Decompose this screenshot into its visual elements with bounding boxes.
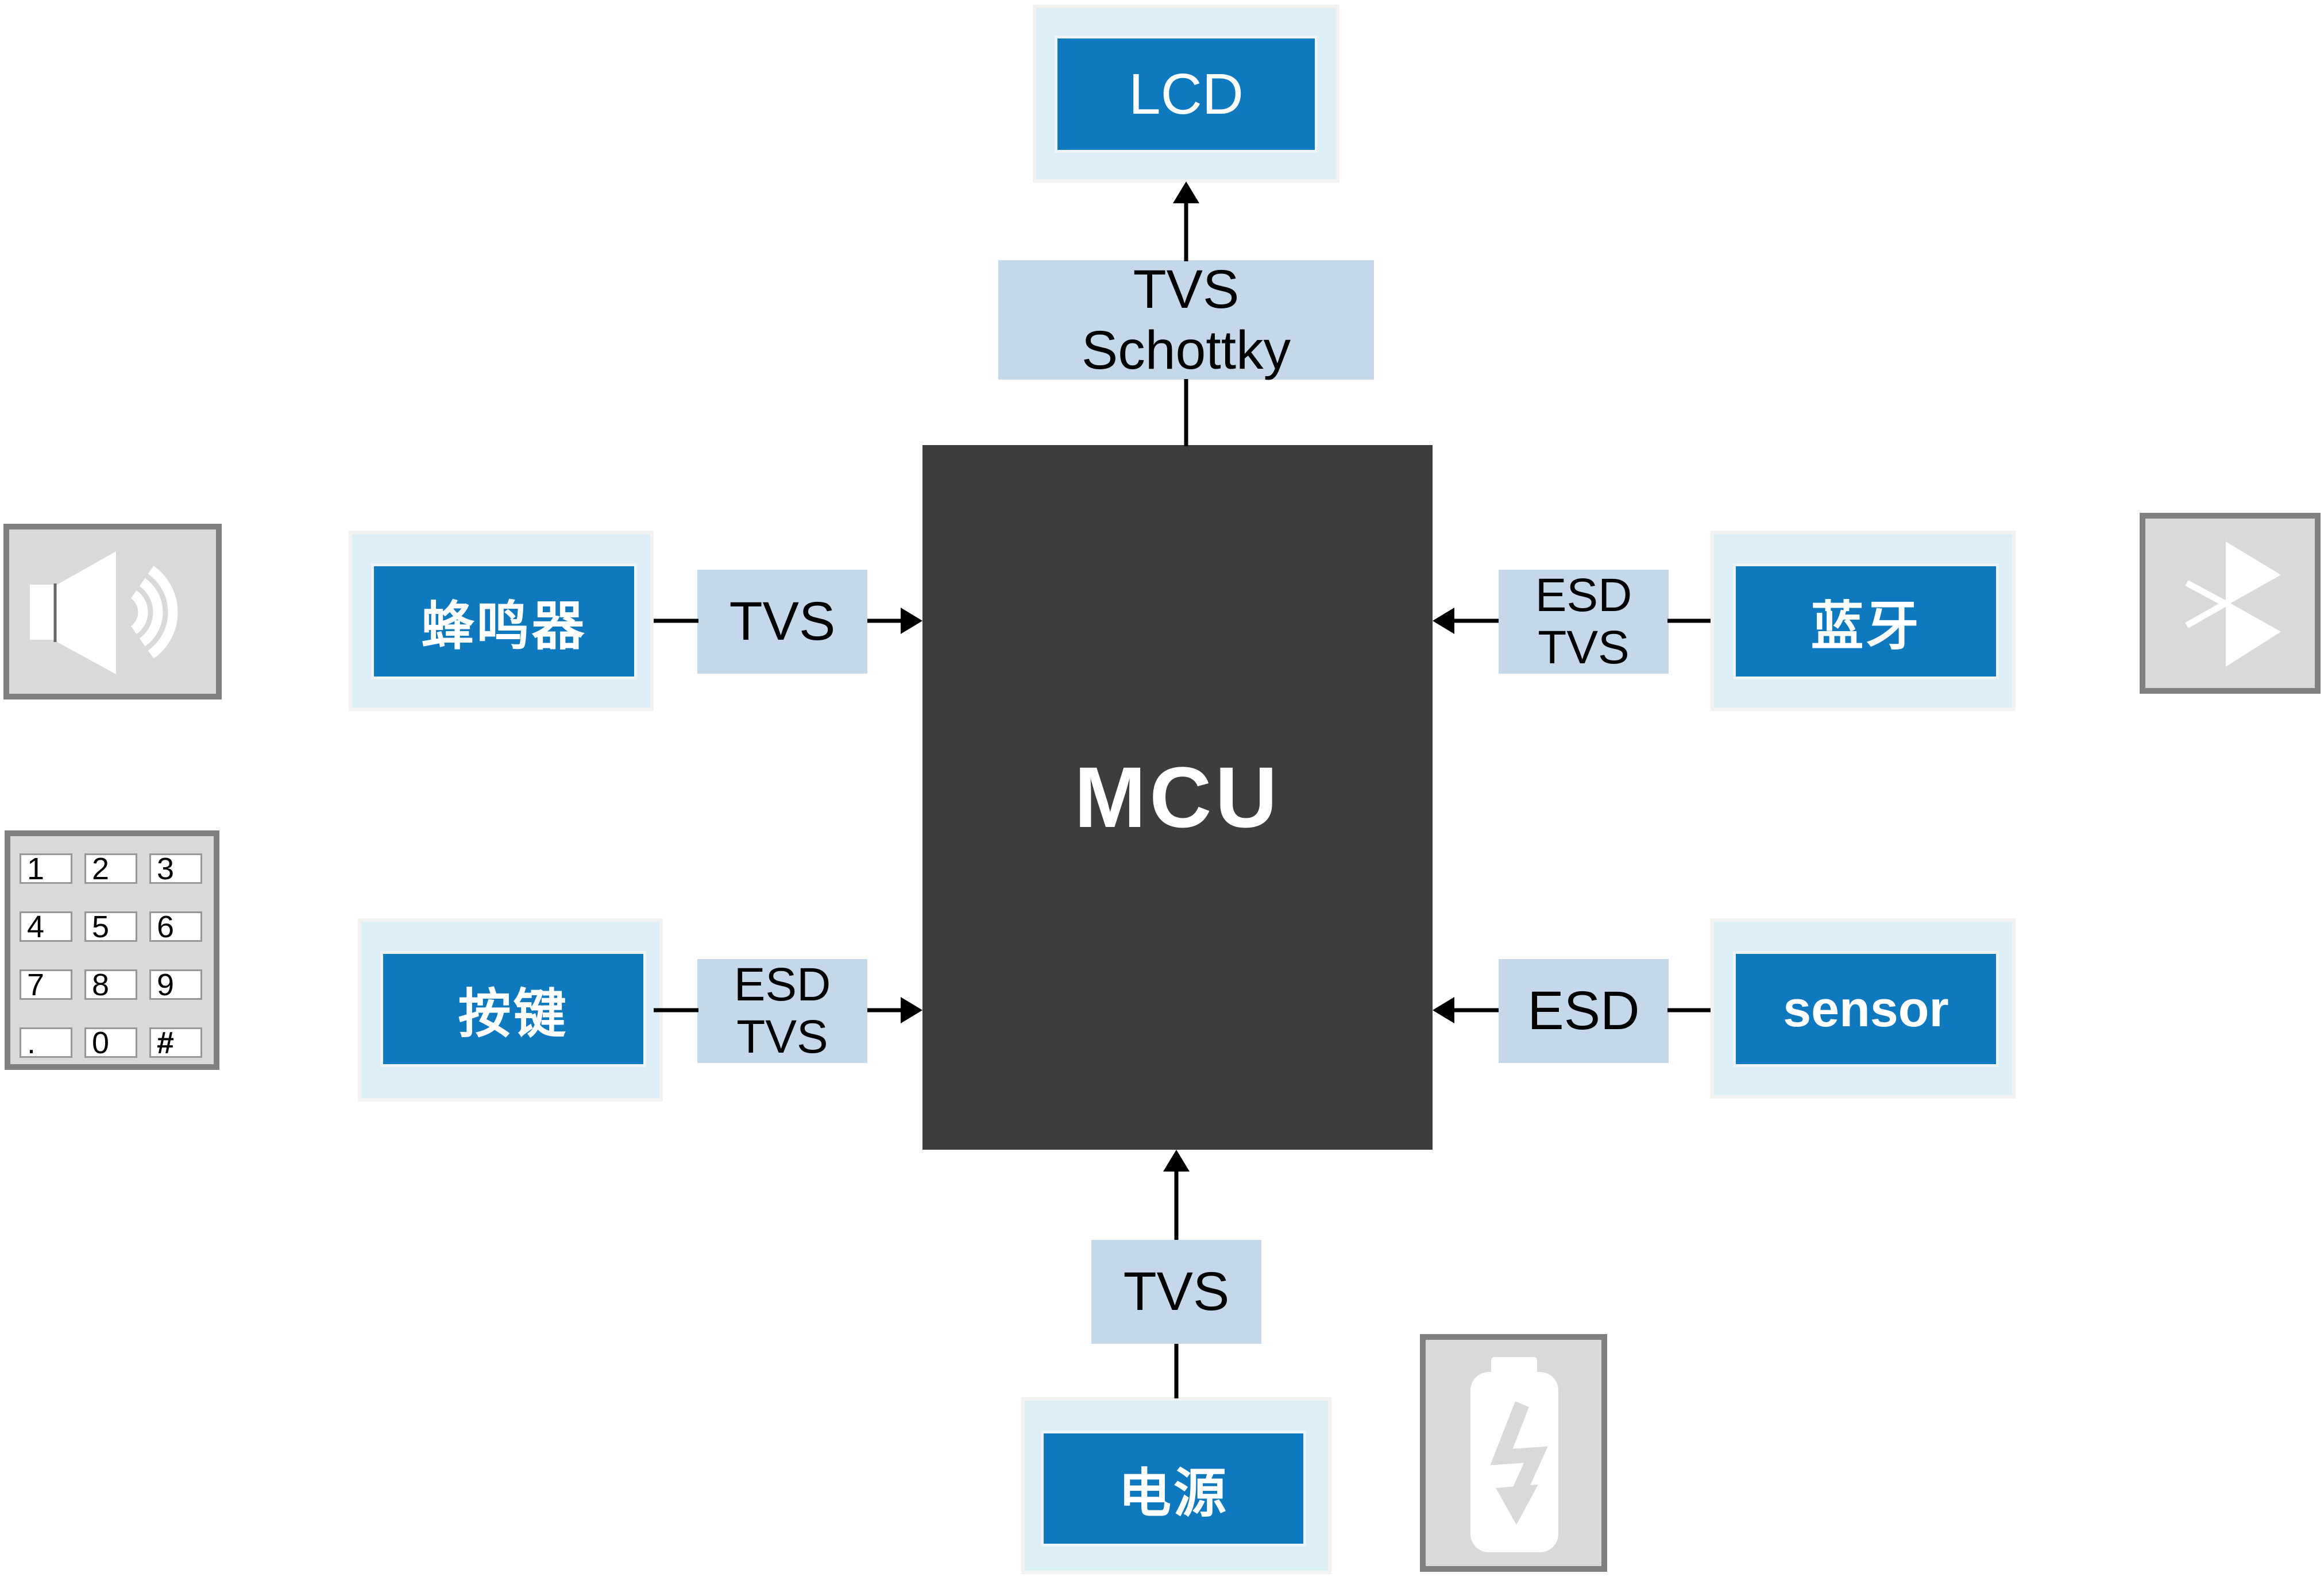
power-protection-line1: TVS [1123,1261,1230,1323]
keypad-key: 8 [84,968,137,1002]
lcd-label: LCD [1128,61,1244,126]
keypad-key: 9 [149,968,202,1002]
bluetooth-protection-line1: ESD [1535,569,1632,622]
buzzer-node: 蜂鸣器 [371,563,637,679]
mcu-label: MCU [1074,749,1281,845]
keypad-key: # [149,1026,202,1060]
lcd-protection-box: TVS Schottky [998,258,1374,381]
sensor-protection-box: ESD [1499,959,1669,1063]
keypad-key: 7 [20,968,72,1002]
power-protection-box: TVS [1091,1240,1261,1344]
speaker-icon [3,524,222,699]
keys-protection-box: ESD TVS [697,959,867,1063]
battery-charging-icon [1420,1334,1607,1572]
mcu-block: MCU [922,445,1433,1150]
power-label: 电源 [1118,1464,1229,1523]
bluetooth-protection-box: ESD TVS [1499,570,1669,674]
keys-protection-line2: TVS [736,1010,828,1063]
power-node: 电源 [1041,1431,1306,1547]
keypad-key: 1 [20,852,72,886]
sensor-label: sensor [1783,980,1949,1037]
keys-protection-line1: ESD [734,958,831,1011]
buzzer-protection-box: TVS [697,570,867,674]
sensor-protection-line1: ESD [1527,980,1640,1042]
bluetooth-icon [2140,513,2321,694]
lcd-protection-line1: TVS [1133,258,1240,320]
keypad-key: 0 [84,1026,137,1060]
bluetooth-label: 蓝牙 [1810,597,1921,656]
keypad-key: 4 [20,910,72,944]
keypad-key: 6 [149,910,202,944]
lcd-node: LCD [1055,36,1318,153]
keys-node: 按键 [380,951,646,1067]
numeric-keypad-icon: 1 2 3 4 5 6 7 8 9 . 0 # [5,830,219,1070]
keypad-key: 3 [149,852,202,886]
buzzer-label: 蜂鸣器 [421,597,587,656]
bluetooth-node: 蓝牙 [1733,563,1999,679]
buzzer-protection-line1: TVS [729,591,836,652]
keypad-key: 5 [84,910,137,944]
keys-label: 按键 [458,984,569,1043]
sensor-node: sensor [1733,951,1999,1067]
keypad-key: . [20,1026,72,1060]
lcd-protection-line2: Schottky [1081,320,1291,381]
bluetooth-protection-line2: TVS [1538,621,1630,674]
keypad-key: 2 [84,852,137,886]
